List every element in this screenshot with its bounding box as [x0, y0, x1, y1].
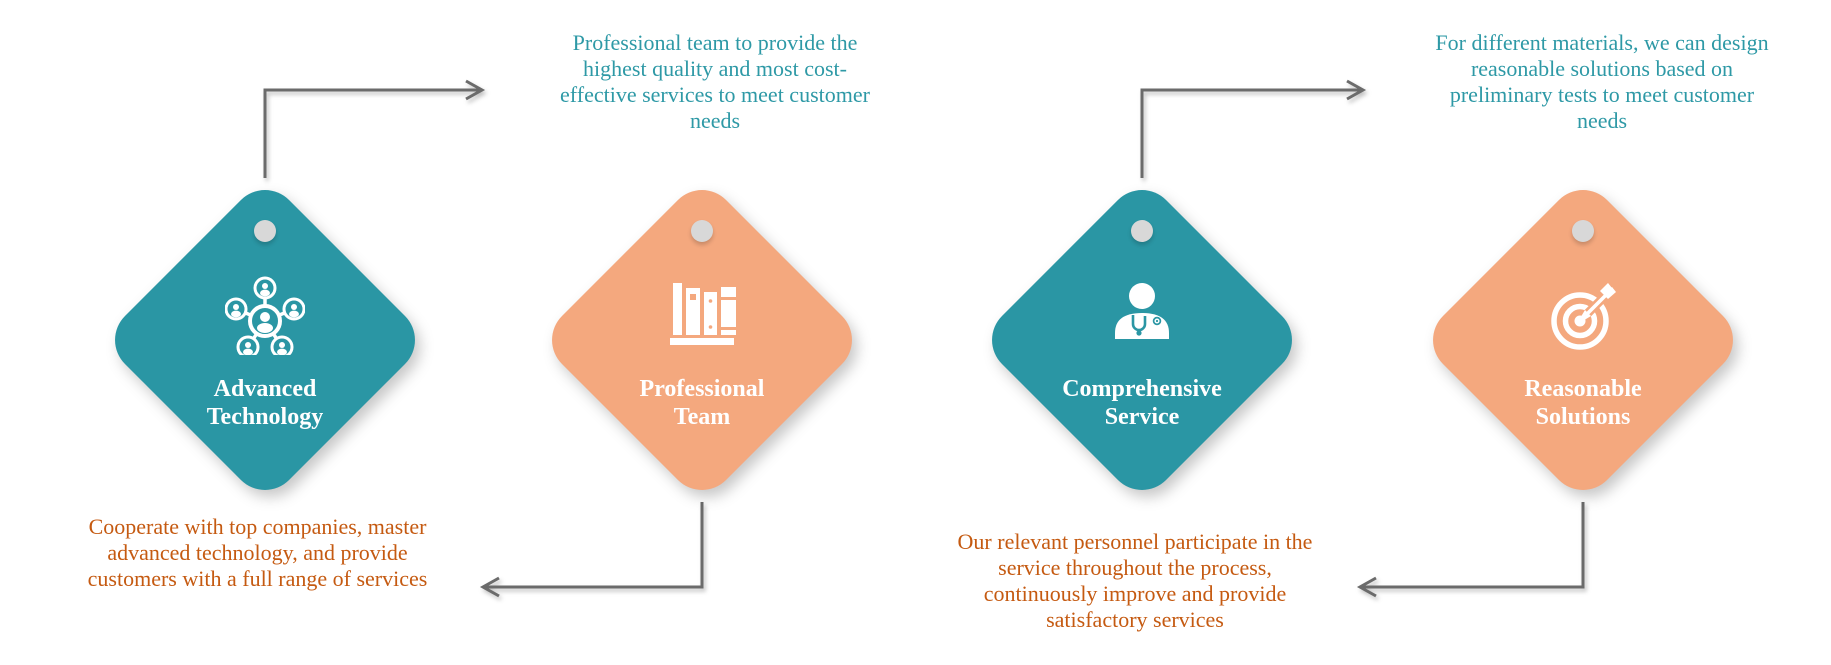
feature-professional-team: Professional Team	[537, 175, 867, 505]
doctor-icon	[1115, 283, 1169, 339]
arrow-advanced-to-topleft	[263, 88, 480, 178]
callout-top-right: For different materials, we can design r…	[1435, 30, 1769, 133]
arrow-team-to-bottomleft	[485, 502, 704, 589]
feature-title: Advanced Technology	[206, 376, 324, 430]
arrow-solutions-to-bottomright	[1362, 502, 1585, 589]
arrowhead-left-2	[1356, 576, 1377, 598]
feature-reasonable-solutions: Reasonable Solutions	[1418, 175, 1748, 505]
feature-title: Comprehensive Service	[1062, 376, 1222, 430]
arrowhead-right-1	[465, 79, 486, 101]
arrow-service-to-topright	[1140, 88, 1361, 178]
satellite-people	[225, 276, 305, 355]
hang-hole-dot	[1572, 220, 1594, 242]
books-shelf-icon	[670, 283, 736, 345]
arrowhead-right-2	[1346, 79, 1367, 101]
feature-comprehensive-service: Comprehensive Service	[977, 175, 1307, 505]
callout-top-left: Professional team to provide the highest…	[560, 30, 870, 133]
feature-title: Reasonable Solutions	[1524, 376, 1642, 430]
arrowhead-left-1	[479, 576, 500, 598]
feature-advanced-technology: Advanced Technology	[100, 175, 430, 505]
hang-hole-dot	[691, 220, 713, 242]
callout-bottom-right: Our relevant personnel participate in th…	[957, 529, 1313, 632]
target-dart-icon	[1551, 283, 1616, 350]
feature-title: Professional Team	[639, 376, 765, 430]
hang-hole-dot	[254, 220, 276, 242]
people-network-icon	[225, 276, 305, 355]
callout-bottom-left: Cooperate with top companies, master adv…	[87, 514, 428, 591]
hang-hole-dot	[1131, 220, 1153, 242]
